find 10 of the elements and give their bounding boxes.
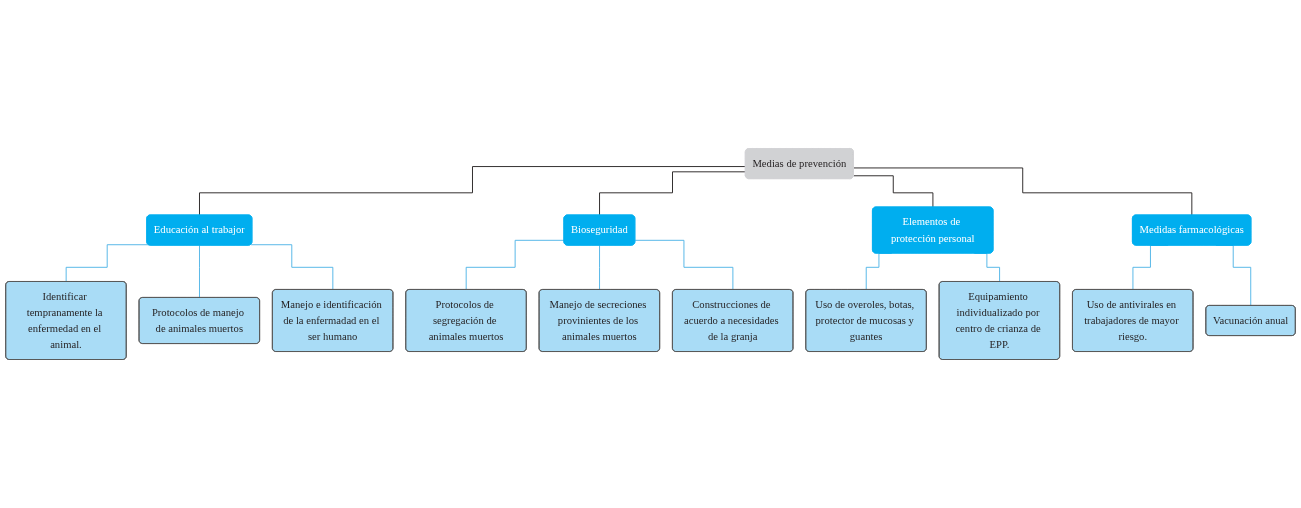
connector	[199, 245, 201, 299]
connector	[634, 239, 734, 291]
connector	[853, 167, 1193, 216]
connector	[599, 171, 747, 216]
connector	[465, 239, 565, 291]
connector	[199, 166, 747, 216]
connector	[599, 245, 601, 291]
connector	[250, 244, 334, 291]
connector	[65, 244, 149, 283]
connector	[853, 175, 934, 208]
